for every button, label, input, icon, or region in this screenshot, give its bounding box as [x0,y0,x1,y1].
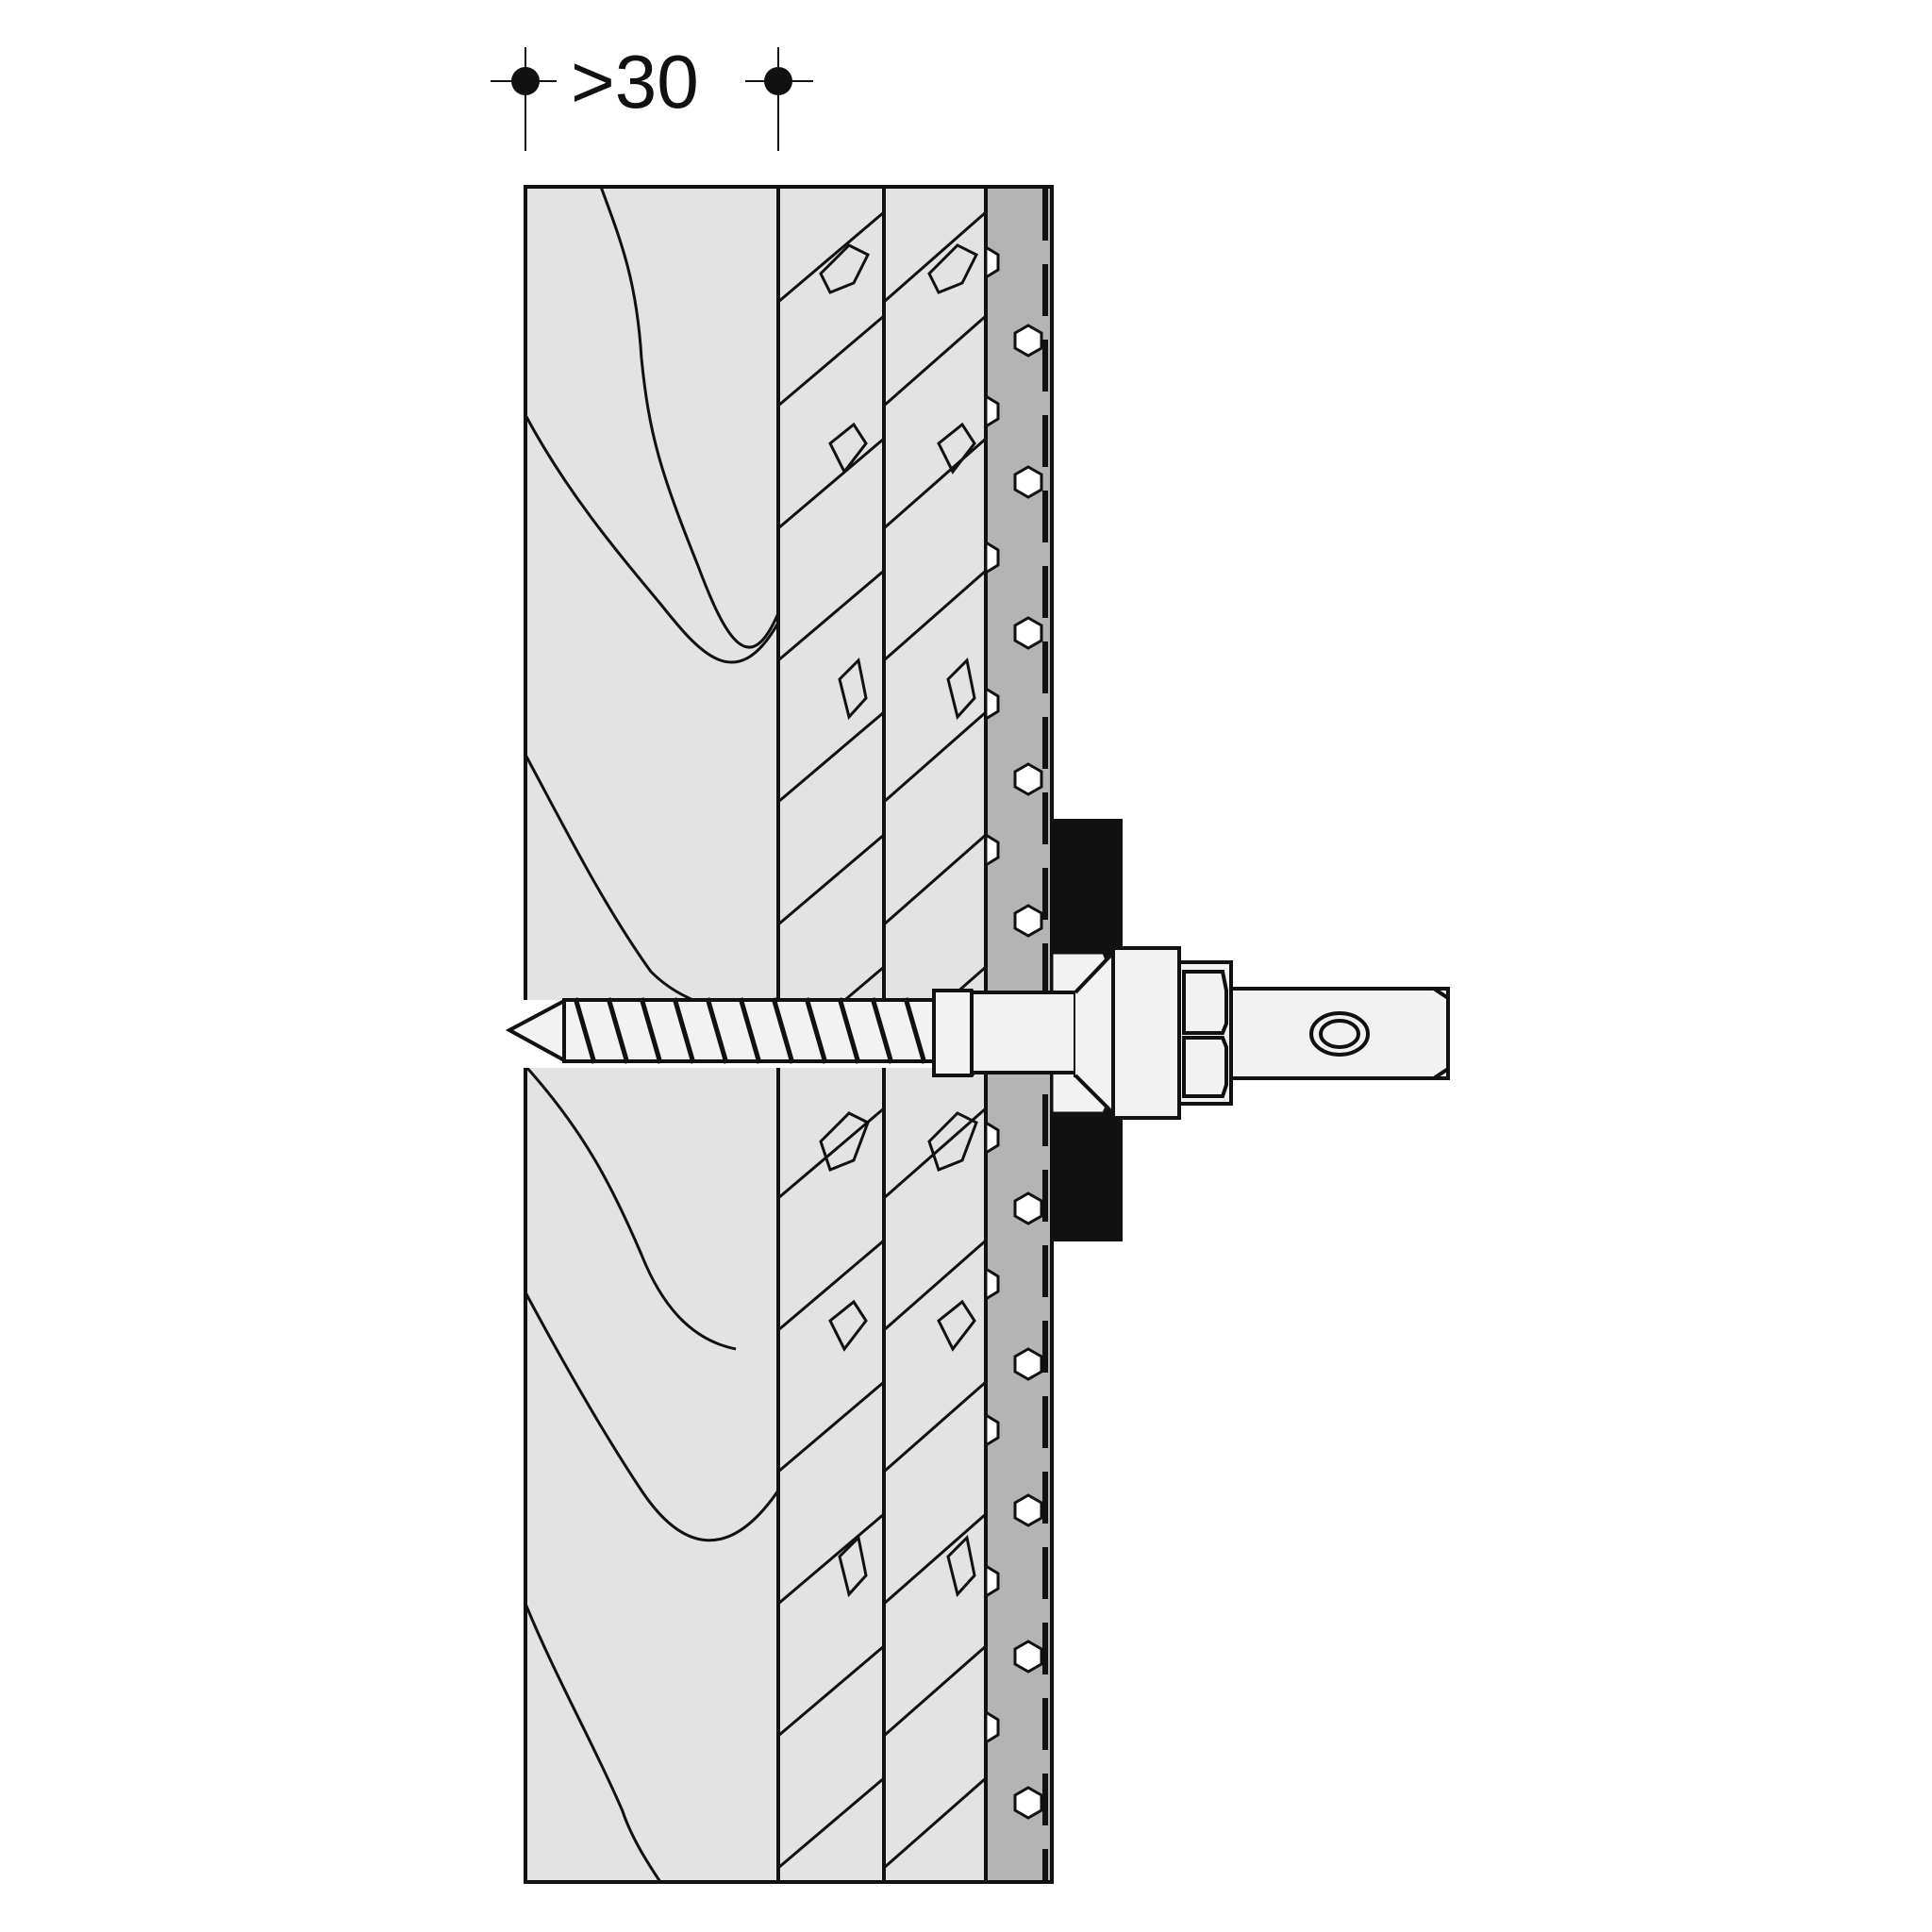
dimension-dot-left [511,67,540,95]
bolt-thread [573,997,927,1064]
dimension-label: >30 [571,40,699,124]
dimension-marker [491,47,813,151]
hanger-bolt [505,946,1181,1120]
hex-nut [1177,960,1233,1106]
threaded-rod-end [1229,987,1450,1080]
dimension-dot-right [764,67,792,95]
